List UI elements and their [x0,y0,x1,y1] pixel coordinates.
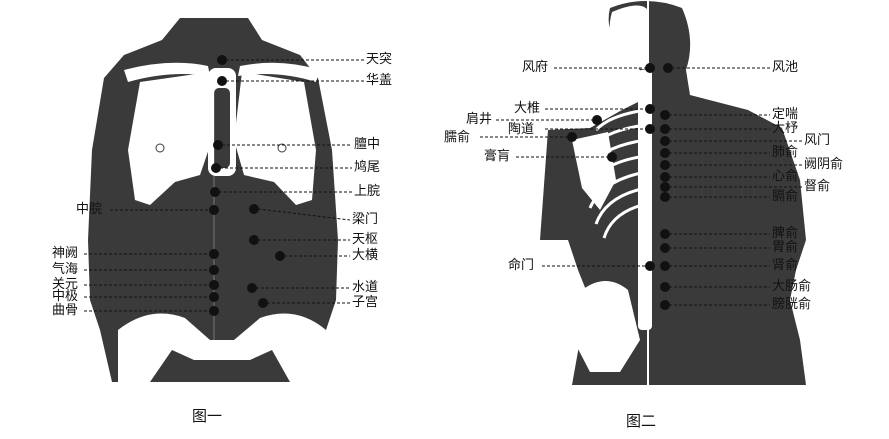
point-fengmen [660,136,670,146]
point-dazhui [645,104,655,114]
point-shangwan [210,187,220,197]
point-tianshu [249,235,259,245]
front-acupoints [209,55,285,316]
point-tiantu [217,55,227,65]
point-taodao [645,124,655,134]
label-mingmen: 命门 [508,258,535,273]
point-dachangshu [660,282,670,292]
point-shuidao [247,283,257,293]
point-zhongji [209,292,219,302]
nipple-left [155,143,165,153]
point-danzhong [213,140,223,150]
label-weishu: 胃俞 [772,240,799,255]
point-guanyuan [209,280,219,290]
point-zigong [258,298,268,308]
point-shenshu [660,261,670,271]
label-pishu: 脾俞 [772,226,799,241]
left-lung [128,72,212,205]
point-weishu [660,243,670,253]
label-shenshu: 肾俞 [772,258,799,273]
point-liangmen [249,204,259,214]
point-dingchuan [660,110,670,120]
label-huagai: 华盖 [366,73,393,88]
point-feishu [660,148,670,158]
back-leader-lines [480,67,802,306]
point-fengchi [663,63,673,73]
point-gaohuang [607,152,617,162]
figure1-caption: 图一 [192,407,223,425]
pelvis-back [576,281,640,372]
back-torso-silhouette [568,1,806,385]
pelvis-front [118,313,326,382]
label-shangwan: 上脘 [354,184,381,199]
point-jueyinshu [660,160,670,170]
label-feishu: 肺俞 [772,145,799,160]
point-jianjing [592,115,602,125]
point-xinshu [660,172,670,182]
label-fengfu: 风府 [522,60,549,75]
point-dazhu [660,124,670,134]
label-naoshu: 臑俞 [444,130,471,145]
label-shuidao: 水道 [352,280,379,295]
front-leader-lines [84,59,364,312]
label-guanyuan: 关元 [52,277,79,292]
label-dushu: 督俞 [804,179,831,194]
label-geshu: 膈俞 [772,189,799,204]
point-daheng [275,251,285,261]
label-pangguangshu: 膀胱俞 [772,297,812,312]
label-shenque: 神阙 [52,246,79,261]
clavicle-right [238,62,320,82]
point-pishu [660,229,670,239]
figure2-caption: 图二 [626,412,657,430]
point-jiuwei [211,163,221,173]
nipple-right [277,143,287,153]
label-danzhong: 膻中 [354,137,381,152]
label-fengmen: 风门 [804,133,831,148]
label-jiuwei: 鸠尾 [354,160,381,175]
point-huagai [217,76,227,86]
point-zhongwan [209,205,219,215]
label-jianjing: 肩井 [466,112,493,127]
point-mingmen [645,261,655,271]
label-jueyinshu: 阙阴俞 [804,157,844,172]
back-acupoints [567,63,673,310]
label-tianshu: 天枢 [352,232,379,247]
skull [609,5,648,71]
label-gaohuang: 膏肓 [484,149,511,164]
label-taodao: 陶道 [508,122,535,137]
label-xinshu: 心俞 [772,169,799,184]
label-zigong: 子宫 [352,295,379,310]
point-qugu [209,306,219,316]
label-fengchi: 风池 [772,60,799,75]
label-qihai: 气海 [52,262,79,277]
label-dachangshu: 大肠俞 [772,279,812,294]
point-fengfu [645,63,655,73]
label-daheng: 大横 [352,248,379,263]
point-qihai [209,265,219,275]
label-dingchuan: 定喘 [772,107,799,122]
label-dazhu: 大杼 [772,121,799,136]
label-qugu: 曲骨 [52,303,79,318]
point-pangguangshu [660,300,670,310]
point-shenque [209,249,219,259]
point-dushu [660,182,670,192]
point-naoshu [567,132,577,142]
label-dazhui: 大椎 [514,101,541,116]
label-zhongji: 中极 [52,289,79,304]
clavicle-left [124,62,210,82]
right-lung [234,72,316,205]
label-zhongwan: 中脘 [76,202,103,217]
label-liangmen: 梁门 [352,212,379,227]
point-geshu [660,192,670,202]
label-tiantu: 天突 [366,52,393,67]
